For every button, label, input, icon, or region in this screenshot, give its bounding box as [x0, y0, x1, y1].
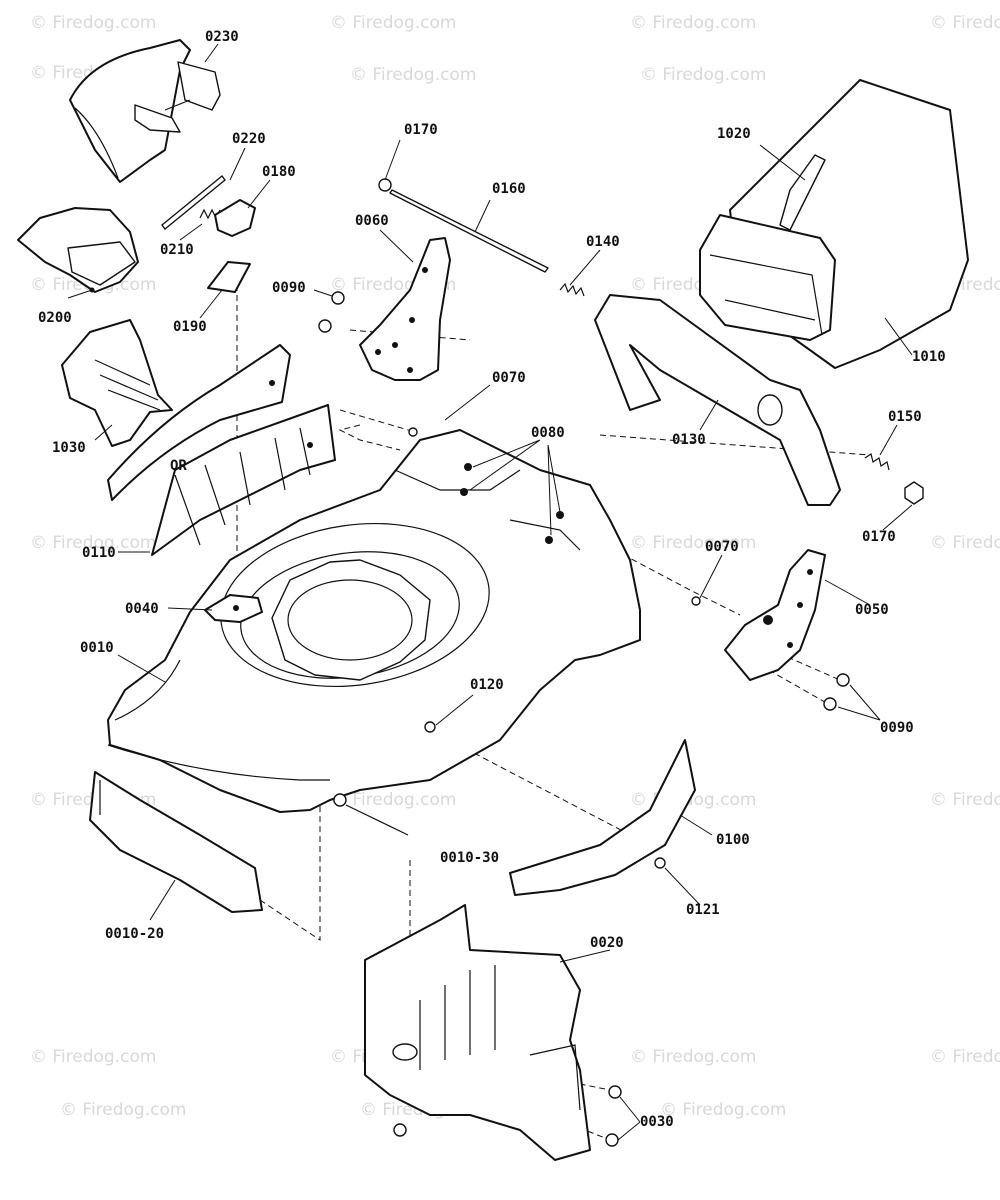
leader-lines — [67, 43, 913, 1141]
label-0170-right: 0170 — [862, 529, 896, 545]
watermark: © Firedog.com — [30, 1047, 156, 1067]
label-0010: 0010 — [80, 640, 114, 656]
label-0150: 0150 — [888, 409, 922, 425]
part-0160-rod — [389, 189, 549, 273]
part-0110-side-chute-a — [107, 344, 291, 501]
part-1030-mulch-plug — [61, 319, 173, 447]
watermark: © Firedog.com — [630, 533, 756, 553]
label-1020: 1020 — [717, 126, 751, 142]
part-0170-right-nut — [904, 481, 924, 505]
watermark: © Firedog.com — [660, 1100, 786, 1120]
watermark: © Firedog.com — [630, 13, 756, 33]
label-0140: 0140 — [586, 234, 620, 250]
label-0190: 0190 — [173, 319, 207, 335]
part-0010-deck — [107, 429, 641, 813]
part-0200-plug — [17, 207, 139, 293]
part-0010-20-rear-skirt — [89, 771, 263, 913]
part-0190-plate — [207, 261, 251, 293]
watermark: © Firedog.com — [330, 790, 456, 810]
label-0120: 0120 — [470, 677, 504, 693]
part-0230-rear-deflector — [69, 39, 221, 183]
label-0020: 0020 — [590, 935, 624, 951]
part-0050-right-bracket — [724, 549, 826, 681]
label-0080: 0080 — [531, 425, 565, 441]
label-0220: 0220 — [232, 131, 266, 147]
part-0110-side-chute-b — [151, 404, 336, 556]
part-1010-grass-bag — [699, 79, 969, 369]
part-1020-bag-handle — [779, 154, 826, 231]
part-0010-30-screw — [333, 793, 409, 836]
label-0030: 0030 — [640, 1114, 674, 1130]
label-0070-top: 0070 — [492, 370, 526, 386]
part-0090-right-bolts — [823, 673, 850, 711]
part-0121-nut — [654, 857, 666, 869]
label-0180: 0180 — [262, 164, 296, 180]
label-0090-right: 0090 — [880, 720, 914, 736]
part-0170-top-washer — [378, 178, 392, 192]
part-0180-bracket — [214, 199, 256, 237]
watermark: © Firedog.com — [350, 65, 476, 85]
watermark: © Firedog.com — [930, 790, 1000, 810]
label-0060: 0060 — [355, 213, 389, 229]
part-0040-blade-adapter — [204, 594, 263, 623]
watermark: © Firedog.com — [60, 1100, 186, 1120]
label-0010-20: 0010-20 — [105, 926, 164, 942]
watermark: © Firedog.com — [30, 533, 156, 553]
part-0030-screws — [393, 1085, 622, 1147]
label-0200: 0200 — [38, 310, 72, 326]
part-0220-rod — [161, 175, 226, 230]
watermark: © Firedog.com — [930, 13, 1000, 33]
label-0040: 0040 — [125, 601, 159, 617]
watermark: © Firedog.com — [330, 13, 456, 33]
part-0150-spring — [864, 453, 890, 471]
label-1030: 1030 — [52, 440, 86, 456]
label-0121: 0121 — [686, 902, 720, 918]
label-0010-30: 0010-30 — [440, 850, 499, 866]
label-0050: 0050 — [855, 602, 889, 618]
watermark: © Firedog.com — [640, 65, 766, 85]
part-0070-top-washer — [408, 427, 418, 437]
watermark: © Firedog.com — [30, 13, 156, 33]
part-0020-rear-housing — [364, 904, 591, 1161]
watermark: © Firedog.com — [930, 1047, 1000, 1067]
part-0060-left-bracket — [359, 237, 451, 381]
label-0230: 0230 — [205, 29, 239, 45]
part-0140-spring — [559, 282, 585, 297]
watermark: © Firedog.com — [630, 1047, 756, 1067]
label-0130: 0130 — [672, 432, 706, 448]
label-1010: 1010 — [912, 349, 946, 365]
label-0170-top: 0170 — [404, 122, 438, 138]
label-0090-left: 0090 — [272, 280, 306, 296]
label-0100: 0100 — [716, 832, 750, 848]
label-0210: 0210 — [160, 242, 194, 258]
watermark: © Firedog.com — [930, 533, 1000, 553]
part-0100-front-skirt — [509, 739, 696, 896]
part-0090-left-bolts — [318, 291, 345, 333]
label-0110: 0110 — [82, 545, 116, 561]
part-0120-screw — [424, 721, 436, 733]
part-labels: 0230 0220 0180 0210 0200 0190 1030 OR 01… — [38, 29, 946, 1130]
part-0070-right-washer — [691, 596, 701, 606]
label-or: OR — [170, 458, 187, 474]
label-0160: 0160 — [492, 181, 526, 197]
label-0070-right: 0070 — [705, 539, 739, 555]
